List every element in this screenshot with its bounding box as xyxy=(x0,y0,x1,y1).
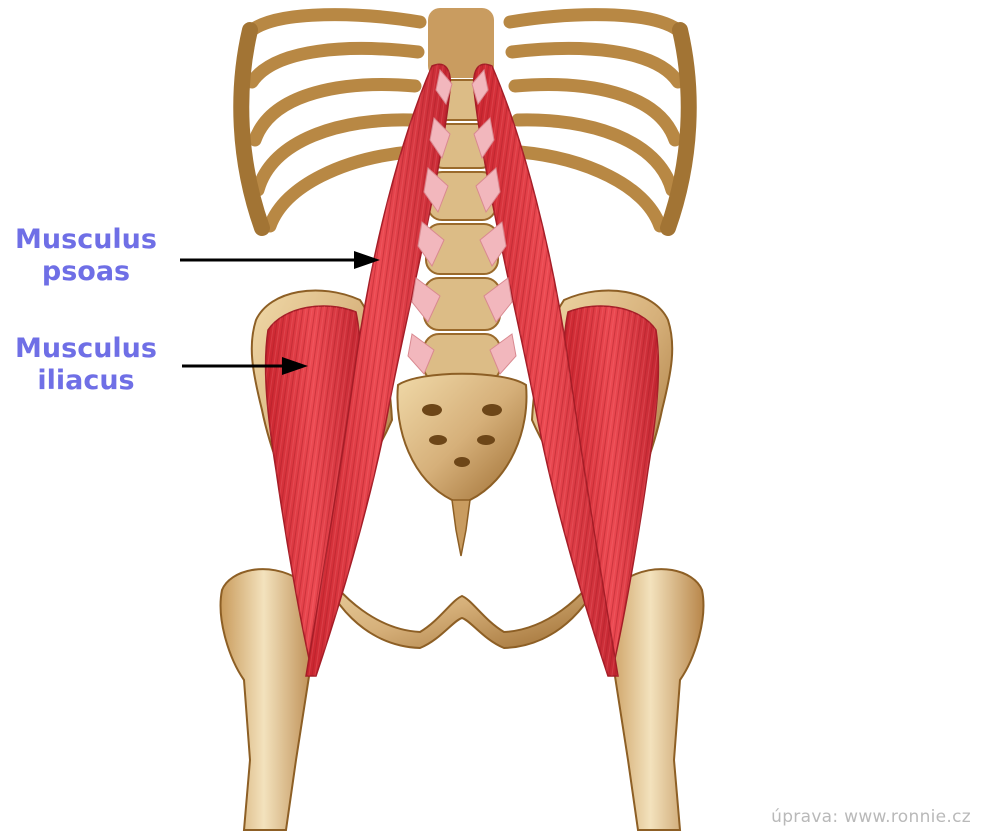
pubic-arch xyxy=(318,560,606,648)
arrow-psoas xyxy=(180,251,380,269)
psoas-label-line1: Musculus xyxy=(8,224,164,256)
iliacus-label-line1: Musculus xyxy=(8,333,164,365)
arrow-iliacus xyxy=(182,357,308,375)
credit-text: úprava: www.ronnie.cz xyxy=(771,807,971,827)
iliacus-label-line2: iliacus xyxy=(8,365,164,397)
psoas-label-line2: psoas xyxy=(8,256,164,288)
psoas-label: Musculus psoas xyxy=(8,224,164,288)
iliacus-label: Musculus iliacus xyxy=(8,333,164,397)
sacrum xyxy=(397,374,526,556)
rib-cage-right xyxy=(510,15,689,228)
